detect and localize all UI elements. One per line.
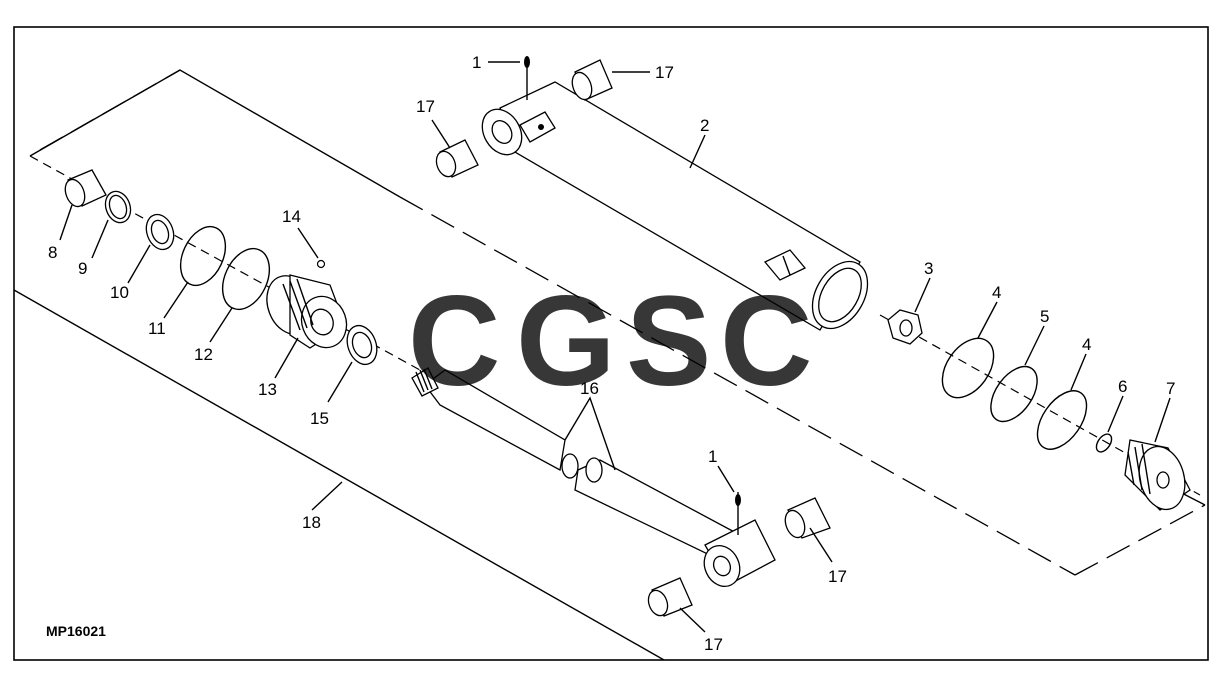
grease-fitting-top [524,56,530,100]
bushing-top-left [435,139,479,178]
leader-5 [1024,325,1045,366]
watermark-letter-3: S [626,270,711,413]
wear-ring-4b [1036,390,1088,450]
callout-10: 10 [110,283,129,302]
drawing-frame [13,26,1209,661]
leader-17-bottom-right [809,527,833,563]
callout-17-top-left: 17 [416,97,435,116]
callout-15: 15 [310,409,329,428]
piston-7 [1124,439,1191,511]
callout-5: 5 [1040,307,1049,326]
callout-1-bottom: 1 [708,447,717,466]
callout-3: 3 [924,259,933,278]
leader-2 [689,134,706,169]
callout-6: 6 [1118,377,1127,396]
bracket-dash-main [399,196,1076,576]
callout-4a: 4 [992,283,1001,302]
leader-1-bottom [717,465,735,493]
watermark-letter-1: C [408,270,500,413]
bushing-bottom-left [647,577,693,617]
wiper-8 [64,169,107,208]
leader-13 [274,337,299,379]
callout-14: 14 [282,207,301,226]
callout-2: 2 [700,116,709,135]
bushing-top-right [571,59,613,101]
o-ring-6 [1095,433,1113,453]
nut-3 [887,309,923,345]
leader-6 [1107,395,1124,433]
seal-9 [104,190,132,224]
callout-7: 7 [1166,379,1175,398]
seal-5 [990,365,1038,423]
callout-17-bottom-left: 17 [704,635,723,654]
callout-16: 16 [580,379,599,398]
bracket-dash-right [1074,504,1206,576]
leader-11 [163,281,189,319]
cylinder-barrel [481,81,869,331]
leader-4b [1070,353,1087,391]
leader-17-bottom-left [679,607,706,633]
group-18-bracket-bottom [13,289,665,661]
gland-13 [266,274,348,349]
leader-18 [311,481,343,511]
callout-8: 8 [48,243,57,262]
seal-15 [346,324,378,366]
o-ring-11 [179,225,227,287]
leader-9 [91,219,109,259]
callout-4b: 4 [1082,335,1091,354]
watermark-letter-4: C [720,270,812,413]
leader-14 [297,227,319,259]
bushing-bottom-right [784,497,831,539]
callout-9: 9 [78,259,87,278]
drawing-code: MP16021 [46,623,106,639]
piston-rod [411,367,776,587]
callout-18: 18 [302,513,321,532]
leader-3 [914,277,931,313]
bracket-dash-left [39,69,181,151]
wear-ring-4a [941,337,995,399]
leader-4a [977,301,998,339]
callout-17-bottom-right: 17 [828,567,847,586]
cgsc-watermark: C G S C [408,270,812,413]
set-screw-14 [316,259,326,269]
leader-10 [127,244,151,284]
grease-fitting-bottom [735,492,741,535]
leader-15 [327,361,353,403]
callout-17-top-right: 17 [655,63,674,82]
callout-11: 11 [148,319,166,338]
leader-7 [1154,397,1171,443]
callout-12: 12 [194,345,213,364]
watermark-letter-2: G [516,270,616,413]
leader-8 [59,204,73,241]
leader-16 [564,396,616,471]
o-ring-12 [221,247,271,311]
callout-13: 13 [258,380,277,399]
backup-ring-10 [145,213,175,251]
callout-1-top: 1 [472,53,481,72]
leader-17-top-left [431,119,451,149]
leader-12 [209,307,233,343]
